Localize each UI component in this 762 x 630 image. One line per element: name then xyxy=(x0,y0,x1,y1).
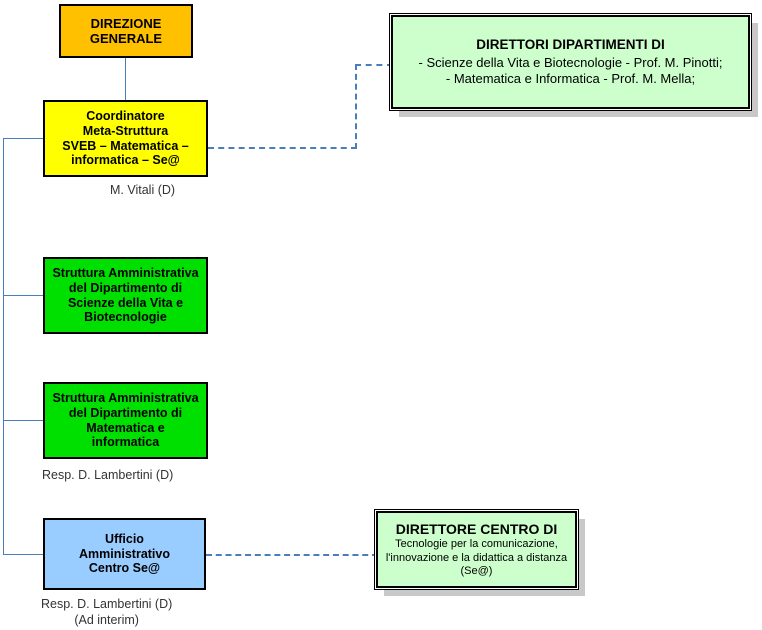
direttori-dipartimenti-line1: - Scienze della Vita e Biotecnologie - P… xyxy=(418,54,723,70)
dashed-connector-ufficio-to-direttore-centro xyxy=(206,554,378,556)
connector-stub-struttura-sveb xyxy=(3,295,44,296)
struttura-matinf-line3: Matematica e xyxy=(86,420,165,435)
struttura-sveb-line4: Biotecnologie xyxy=(84,310,167,325)
coordinatore-line3: SVEB – Matematica – xyxy=(62,138,189,153)
direttore-centro-line3: (Se@) xyxy=(460,564,493,577)
connector-stub-coordinatore xyxy=(3,138,44,139)
node-struttura-amministrativa-sveb[interactable]: Struttura Amministrativa del Dipartiment… xyxy=(43,257,208,334)
direzione-generale-line2: GENERALE xyxy=(89,31,163,46)
node-direzione-generale[interactable]: DIREZIONE GENERALE xyxy=(59,4,193,58)
coordinatore-line1: Coordinatore xyxy=(86,109,165,123)
struttura-sveb-line1: Struttura Amministrativa xyxy=(52,266,199,280)
node-direttore-centro[interactable]: DIRETTORE CENTRO DI Tecnologie per la co… xyxy=(375,510,578,589)
connector-left-trunk xyxy=(3,138,4,555)
caption-coordinatore-responsabile: M. Vitali (D) xyxy=(110,183,176,197)
direzione-generale-line1: DIREZIONE xyxy=(90,15,162,31)
direttori-dipartimenti-title: DIRETTORI DIPARTIMENTI DI xyxy=(476,36,665,52)
connector-direzione-to-coordinatore xyxy=(125,58,126,100)
caption-ufficio-se-line1: Resp. D. Lambertini (D) xyxy=(41,597,173,611)
node-struttura-amministrativa-matematica-informatica[interactable]: Struttura Amministrativa del Dipartiment… xyxy=(43,382,208,459)
node-direttori-dipartimenti[interactable]: DIRETTORI DIPARTIMENTI DI - Scienze dell… xyxy=(390,14,751,110)
caption-ufficio-se-line2: (Ad interim) xyxy=(74,612,139,627)
caption-ufficio-se-responsabile: Resp. D. Lambertini (D) (Ad interim) xyxy=(41,597,172,628)
node-coordinatore-meta-struttura[interactable]: Coordinatore Meta-Struttura SVEB – Matem… xyxy=(43,100,208,177)
struttura-matinf-line4: informatica xyxy=(91,435,160,450)
node-ufficio-amministrativo-centro-se[interactable]: Ufficio Amministrativo Centro Se@ xyxy=(43,518,206,590)
direttori-dipartimenti-line2: - Matematica e Informatica - Prof. M. Me… xyxy=(445,70,696,86)
dashed-connector-coordinatore-horizontal xyxy=(208,147,357,149)
dashed-connector-direttori-dipartimenti xyxy=(355,64,393,66)
coordinatore-line4: informatica – Se@ xyxy=(71,153,180,168)
direttore-centro-line1: Tecnologie per la comunicazione, xyxy=(395,538,558,551)
direttore-centro-line2: l'innovazione e la didattica a distanza xyxy=(385,551,568,564)
struttura-sveb-line3: Scienze della Vita e xyxy=(67,295,184,310)
dashed-connector-coordinatore-vertical xyxy=(355,64,357,149)
ufficio-se-line1: Ufficio xyxy=(105,531,144,546)
struttura-matinf-line2: del Dipartimento di xyxy=(68,405,183,420)
connector-stub-struttura-matinf xyxy=(3,420,44,421)
struttura-matinf-line1: Struttura Amministrativa xyxy=(52,391,199,405)
ufficio-se-line2: Amministrativo xyxy=(79,546,170,561)
ufficio-se-line3: Centro Se@ xyxy=(88,561,161,576)
connector-stub-ufficio-se xyxy=(3,554,44,555)
caption-struttura-matinf-responsabile: Resp. D. Lambertini (D) xyxy=(42,468,174,482)
direttore-centro-title: DIRETTORE CENTRO DI xyxy=(395,520,558,537)
struttura-sveb-line2: del Dipartimento di xyxy=(68,280,183,295)
coordinatore-line2: Meta-Struttura xyxy=(82,123,169,138)
